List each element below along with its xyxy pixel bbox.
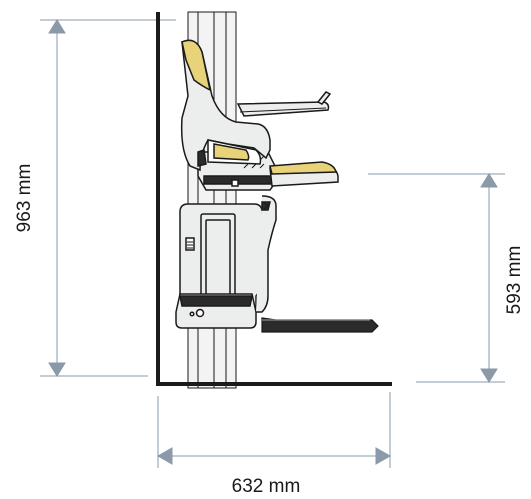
upper-armrest-edge bbox=[239, 107, 327, 113]
seat-arrow-top bbox=[480, 173, 498, 188]
key-switch-lines bbox=[187, 241, 193, 249]
height-arrow-bottom bbox=[48, 362, 66, 377]
floor-line bbox=[156, 382, 392, 386]
carriage-base-band bbox=[179, 295, 253, 307]
backrest bbox=[180, 39, 271, 172]
seat bbox=[269, 161, 339, 187]
wall-and-floor bbox=[156, 12, 392, 386]
depth-arrow-left bbox=[156, 447, 173, 465]
control-button-large bbox=[195, 308, 205, 318]
carriage-panel-inner bbox=[205, 219, 231, 299]
carriage-joint-arrow bbox=[263, 202, 269, 210]
carriage-side-arm bbox=[256, 195, 277, 313]
backrest-headpad bbox=[181, 39, 212, 92]
depth-dimension bbox=[156, 392, 392, 468]
seat-height-label: 593 mm bbox=[504, 246, 525, 315]
seat-cushion bbox=[213, 143, 250, 161]
carriage bbox=[175, 195, 277, 329]
armrest-joystick bbox=[316, 91, 332, 105]
seat-height-dimension bbox=[368, 173, 505, 383]
depth-label: 632 mm bbox=[232, 476, 301, 497]
footrest bbox=[261, 317, 379, 333]
depth-arrow-right bbox=[375, 447, 392, 465]
carriage-joint bbox=[261, 201, 271, 211]
overall-height-label: 963 mm bbox=[14, 164, 35, 233]
seat-base-screw bbox=[231, 179, 239, 187]
seat-pad bbox=[269, 161, 337, 175]
upper-armrest bbox=[236, 91, 332, 117]
seat-hinge bbox=[197, 149, 207, 167]
wall-line bbox=[156, 12, 160, 386]
seat-arrow-bottom bbox=[480, 368, 498, 383]
key-switch-icon bbox=[185, 237, 195, 251]
height-arrow-top bbox=[48, 19, 66, 34]
overall-height-dimension bbox=[40, 19, 176, 377]
control-button-small bbox=[189, 311, 195, 317]
